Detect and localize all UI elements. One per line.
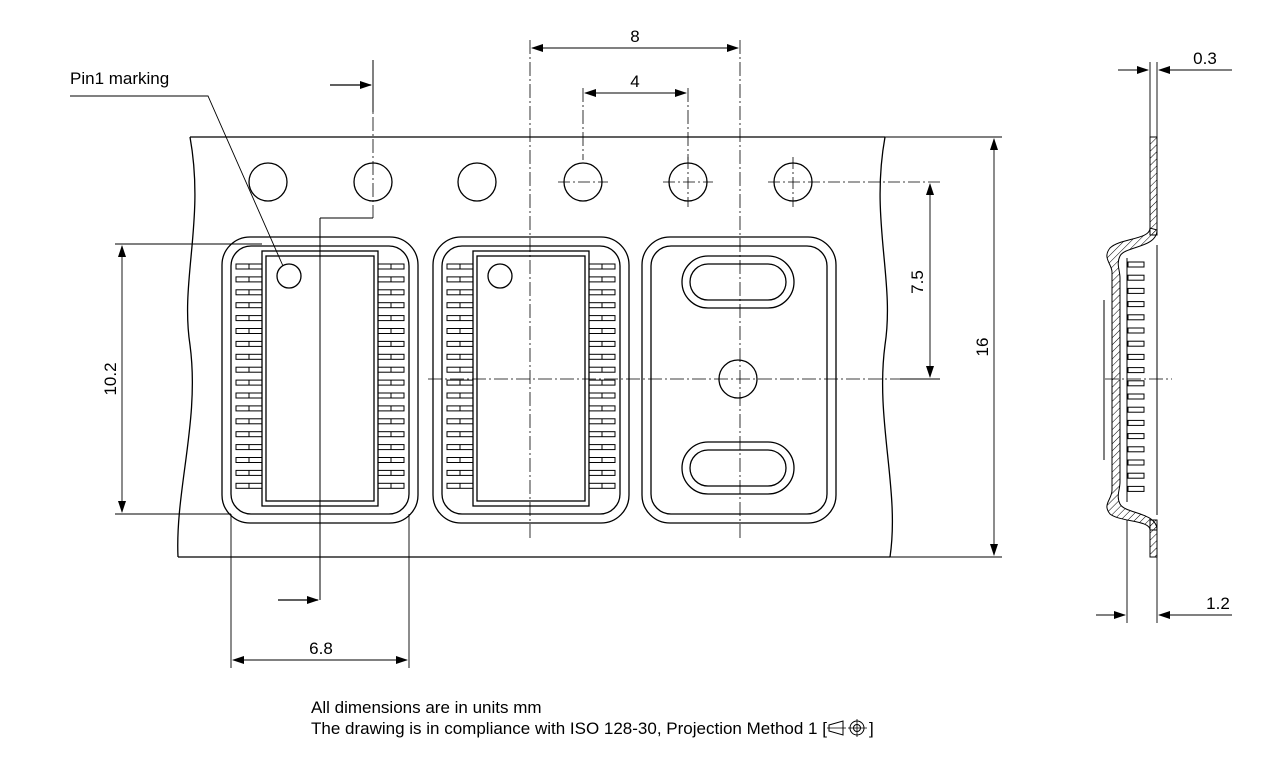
dim-pitch-inner: 4 xyxy=(630,72,639,91)
side-lead xyxy=(1127,353,1145,360)
side-lead xyxy=(1127,472,1145,479)
carrier-tape xyxy=(177,136,894,558)
side-lead xyxy=(1127,261,1145,268)
section-arrows xyxy=(278,81,372,604)
dim-hole-to-center: 7.5 xyxy=(908,270,927,294)
side-lead xyxy=(1127,446,1145,453)
side-section-view xyxy=(1103,136,1158,558)
dim-cavity-length: 10.2 xyxy=(101,362,120,395)
first-angle-projection-icon xyxy=(826,719,867,737)
offset-step-line xyxy=(319,60,374,600)
side-view-leads xyxy=(1127,261,1145,492)
sprocket-centerlines xyxy=(558,157,940,207)
side-lead xyxy=(1127,314,1145,321)
pin1-marking-label: Pin1 marking xyxy=(70,69,169,88)
side-lead xyxy=(1127,406,1145,413)
side-lead xyxy=(1127,287,1145,294)
compliance-prefix: The drawing is in compliance with ISO 12… xyxy=(311,719,827,738)
center-lines xyxy=(319,40,1172,560)
side-lead xyxy=(1127,301,1145,308)
side-lead xyxy=(1127,367,1145,374)
side-lead xyxy=(1127,380,1145,387)
dim-pitch-outer: 8 xyxy=(630,27,639,46)
pocket-2-leads xyxy=(446,263,616,489)
dimension-lines xyxy=(70,44,1232,668)
side-lead xyxy=(1127,393,1145,400)
side-lead xyxy=(1127,274,1145,281)
compliance-note: The drawing is in compliance with ISO 12… xyxy=(311,718,874,739)
drawing-notes: All dimensions are in units mm The drawi… xyxy=(311,697,874,739)
side-lead xyxy=(1127,419,1145,426)
side-lead xyxy=(1127,485,1145,492)
pocket-3-empty xyxy=(641,236,837,524)
sprocket-holes xyxy=(248,162,813,202)
compliance-suffix: ] xyxy=(868,719,874,738)
side-lead xyxy=(1127,340,1145,347)
dim-tape-width: 16 xyxy=(973,338,992,357)
dim-thickness: 0.3 xyxy=(1193,49,1217,68)
side-lead xyxy=(1127,459,1145,466)
side-lead xyxy=(1127,327,1145,334)
side-lead xyxy=(1127,433,1145,440)
units-note: All dimensions are in units mm xyxy=(311,698,542,717)
pocket-2 xyxy=(432,236,630,524)
dim-cavity-width: 6.8 xyxy=(309,639,333,658)
dim-cavity-depth: 1.2 xyxy=(1206,594,1230,613)
pocket-1-leads xyxy=(235,263,405,489)
